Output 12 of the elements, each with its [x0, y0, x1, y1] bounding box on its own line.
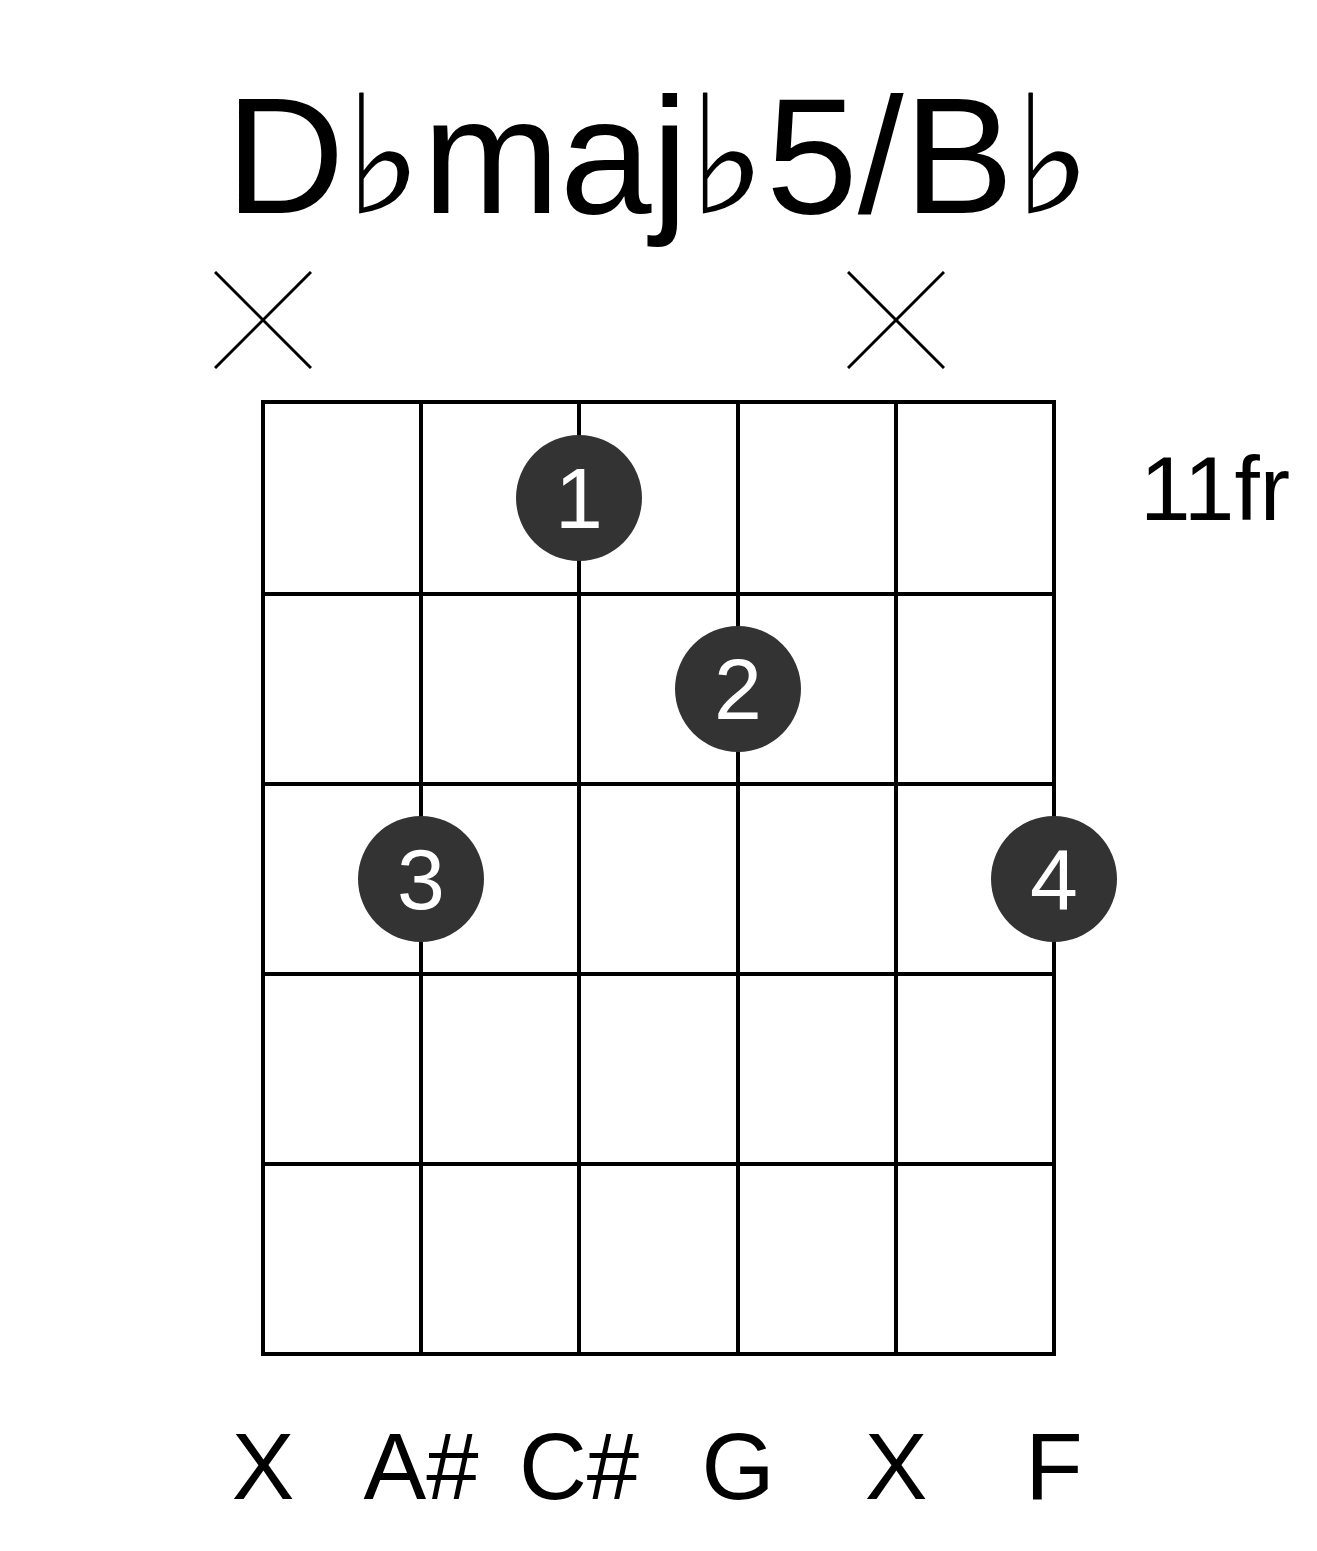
string-note: X [864, 1420, 928, 1514]
chord-title: D♭maj♭5/B♭ [225, 63, 1092, 250]
finger-number: 1 [555, 455, 603, 541]
finger-number: 4 [1030, 836, 1078, 922]
finger-number: 3 [397, 836, 445, 922]
finger-number: 2 [714, 646, 762, 732]
string-note: F [1025, 1420, 1083, 1514]
string-note: X [231, 1420, 295, 1514]
string-note: G [701, 1420, 775, 1514]
string-note: A# [363, 1420, 479, 1514]
string-note: C# [518, 1420, 640, 1514]
fret-number: 11fr [1140, 443, 1291, 534]
